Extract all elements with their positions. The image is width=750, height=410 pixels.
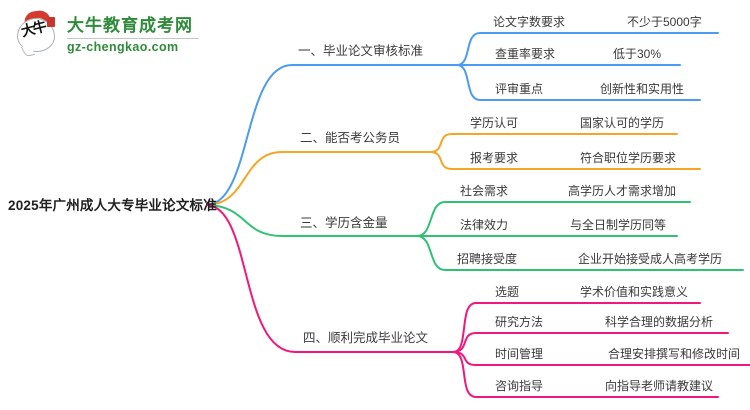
branch2-child2-label: 报考要求 (470, 151, 519, 165)
branch3-child3-label: 招聘接受度 (457, 252, 518, 266)
branch2-child1-line (429, 133, 678, 153)
root-node: 2025年广州成人大专毕业论文标准 (8, 198, 217, 213)
branch4-child2-value: 科学合理的数据分析 (605, 315, 714, 329)
branch3-child1-value: 高学历人才需求增加 (568, 184, 677, 198)
site-logo: 大牛 大牛教育成考网 gz-chengkao.com (14, 8, 199, 57)
daniu-logo-icon: 大牛 (14, 8, 60, 57)
branch4-child1-line (452, 302, 701, 353)
branch1-label: 一、毕业论文审核标准 (298, 44, 424, 58)
branch1-child1-label: 论文字数要求 (493, 15, 566, 29)
site-name: 大牛教育成考网 (67, 15, 193, 35)
branch3-label: 三、学历含金量 (300, 216, 388, 230)
logo-red-seal (47, 17, 55, 27)
branch1-child3-line (456, 64, 701, 101)
branch3-child3-line (416, 235, 744, 271)
logo-divider (67, 37, 199, 39)
branch4-child4-line (452, 351, 719, 398)
branch2-child2-value: 符合职位学历要求 (580, 151, 677, 165)
branch4-label: 四、顺利完成毕业论文 (303, 331, 429, 345)
branch3-child1-label: 社会需求 (460, 184, 509, 198)
branch1-child2-value: 低于30% (613, 47, 662, 61)
branch2-label: 二、能否考公务员 (300, 131, 401, 145)
branch3-child2-value: 与全日制学历同等 (570, 218, 667, 232)
branch4-child4-value: 向指导老师请教建议 (605, 379, 714, 393)
branch1-child1-line (456, 32, 719, 66)
branch3-child1-line (416, 201, 691, 237)
branch4-child2-line (452, 332, 729, 353)
branch4-child4-label: 咨询指导 (495, 379, 544, 393)
branch4-child3-label: 时间管理 (495, 347, 544, 361)
branch1-main-line (206, 64, 458, 206)
branch2-child2-line (429, 151, 701, 170)
branch3-main-line (206, 204, 418, 237)
branch2-main-line (206, 151, 431, 206)
branch2-child1-value: 国家认可的学历 (580, 116, 665, 130)
branch1-child3-value: 创新性和实用性 (600, 82, 685, 96)
branch1-child2-label: 查重率要求 (495, 47, 556, 61)
branch4-main-line (206, 204, 454, 353)
branch4-child3-value: 合理安排撰写和修改时间 (608, 347, 741, 361)
branch1-child1-value: 不少于5000字 (627, 15, 702, 29)
branch4-child1-label: 选题 (495, 285, 520, 299)
site-url: gz-chengkao.com (67, 39, 179, 54)
branch1-child3-label: 评审重点 (495, 82, 544, 96)
logo-text-block: 大牛教育成考网 gz-chengkao.com (67, 11, 199, 54)
branch3-child3-value: 企业开始接受成人高考学历 (578, 252, 723, 266)
branch4-child1-value: 学术价值和实践意义 (580, 285, 689, 299)
branch2-child1-label: 学历认可 (470, 116, 519, 130)
branch4-child2-label: 研究方法 (495, 315, 544, 329)
branch3-child2-label: 法律效力 (460, 218, 509, 232)
